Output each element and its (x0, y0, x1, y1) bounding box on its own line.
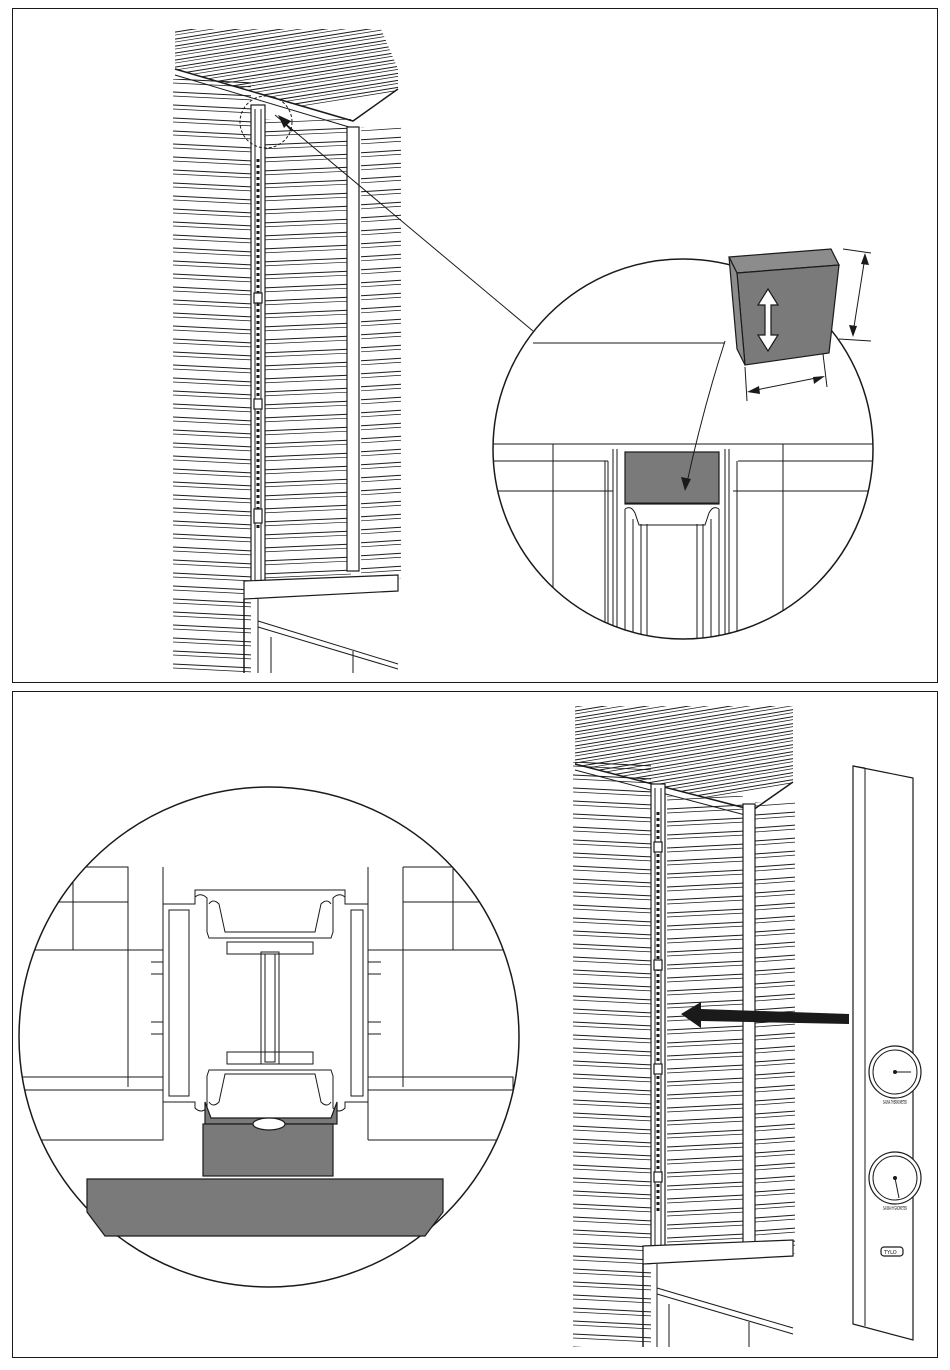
badge-text: TYLO (883, 1250, 897, 1256)
thermometer-label: SAUNA THERMOMETER (883, 1100, 907, 1106)
magnified-detail (483, 444, 893, 649)
profile-cross-section (13, 787, 519, 1287)
right-post (347, 127, 359, 571)
right-wall-slats (358, 124, 405, 586)
left-wall-slats (173, 79, 253, 684)
back-wall-slats (261, 115, 353, 591)
brand-badge: TYLO (881, 1247, 903, 1256)
leader-arrowhead (278, 115, 291, 128)
top-panel (12, 8, 938, 683)
wall-illustration-bottom (563, 692, 849, 1355)
base-plate (87, 1179, 443, 1236)
inserted-block (625, 452, 719, 504)
top-panel-drawing (13, 9, 939, 684)
thermo-hygrometer-strip: SAUNA THERMOMETER SAUNA HYGROMETER TYLO (853, 766, 921, 1340)
hygrometer-label: SAUNA HYGROMETER (883, 1206, 907, 1212)
bottom-panel: SAUNA THERMOMETER SAUNA HYGROMETER TYLO (12, 691, 938, 1358)
bench (244, 575, 398, 673)
bottom-panel-drawing: SAUNA THERMOMETER SAUNA HYGROMETER TYLO (13, 692, 939, 1359)
inserted-block-section (203, 1124, 333, 1176)
corner-profile (251, 105, 265, 583)
